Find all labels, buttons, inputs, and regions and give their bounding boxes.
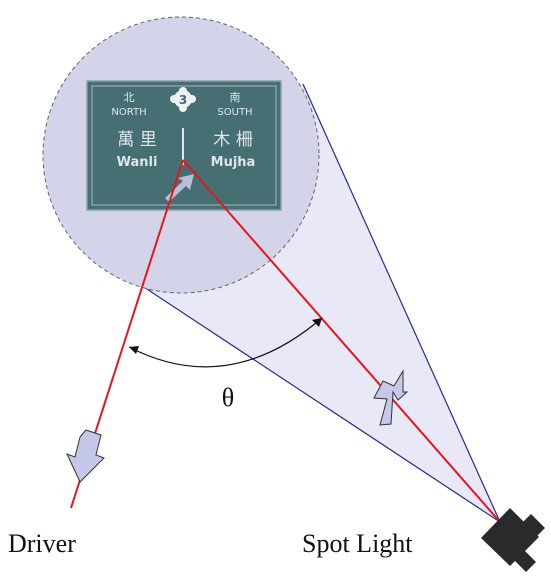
spot-light-label: Spot Light: [302, 529, 413, 558]
angle-arc-arrowhead-left: [129, 346, 139, 354]
sign-right-place-en: Mujha: [211, 155, 256, 170]
sign-left-place-cjk: 萬 里: [117, 130, 156, 150]
reflected-direction-arrow-icon: [66, 429, 105, 483]
beam-edge-right: [302, 83, 501, 523]
sign-south-en: SOUTH: [217, 107, 252, 118]
driver-label: Driver: [8, 529, 76, 558]
sign-left-place-en: Wanli: [117, 155, 158, 170]
route-shield-icon: 3: [170, 87, 196, 112]
route-number: 3: [179, 93, 187, 107]
sign-right-place-cjk: 木 柵: [213, 130, 252, 150]
incident-direction-arrow-icon: [373, 369, 409, 426]
sign-north-en: NORTH: [111, 107, 146, 118]
road-sign: 北 NORTH 3 南 SOUTH 萬 里 木 柵 Wanli Mujha: [86, 80, 282, 211]
angle-arc: [128, 317, 323, 368]
sign-south-cjk: 南: [230, 91, 241, 104]
angle-arc-arrowhead-right: [312, 318, 322, 327]
angle-label: θ: [222, 383, 234, 412]
beam-edge-left: [114, 267, 501, 523]
incident-ray: [182, 159, 501, 523]
spot-light-icon: [481, 508, 545, 572]
sign-north-cjk: 北: [124, 91, 135, 104]
